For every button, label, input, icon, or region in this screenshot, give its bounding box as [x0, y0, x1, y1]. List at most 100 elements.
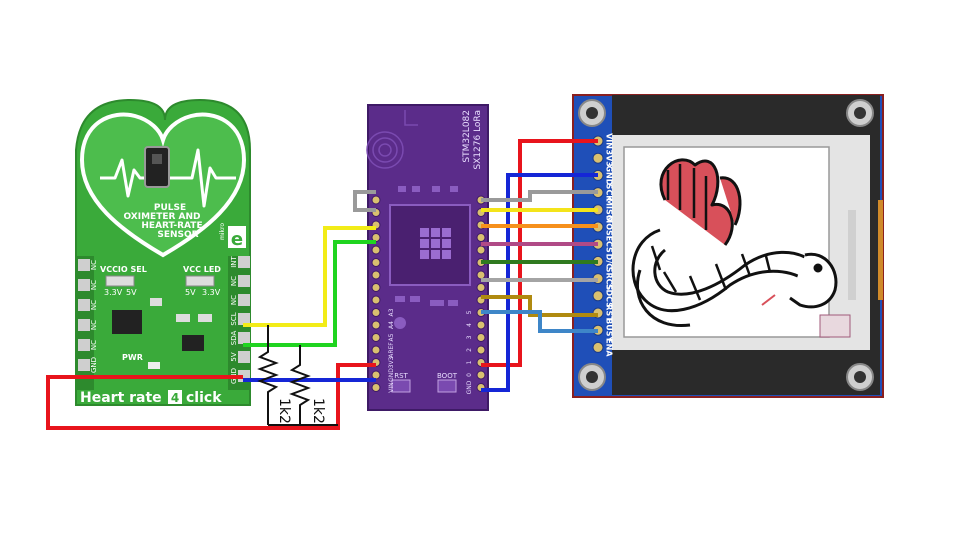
heart-left-pin: [78, 359, 90, 371]
heart-board-ic-4: [176, 314, 190, 322]
vccio-opt-b: 5V: [126, 288, 137, 297]
eink-flex-tab: [848, 210, 856, 300]
heart-board-ic-2: [182, 335, 204, 351]
mount-hole-bl-center: [586, 371, 598, 383]
eink-display-board: VIN3V3GNDSCKMISOMOSIECSD/CSRCSSDCSRSTBUS…: [572, 94, 884, 398]
sensor-chip: [144, 146, 170, 188]
mcu-right-pin-label: 2: [466, 348, 473, 352]
mcu-left-pin-label: A4: [388, 321, 395, 329]
board-name-prefix: Heart rate: [80, 390, 162, 406]
mount-hole-br-center: [854, 371, 866, 383]
mount-hole-tl-center: [586, 107, 598, 119]
heart-board-ic-5: [198, 314, 212, 322]
heart-left-pin: [78, 279, 90, 291]
mcu-label-2: SX1276 LoRa: [473, 110, 483, 170]
mcu-left-pin: [371, 283, 381, 292]
mcu-left-pin: [371, 383, 381, 392]
heart-right-pin-label: NC: [230, 276, 238, 286]
mikroe-logo-text: mikro: [219, 223, 226, 240]
mcu-right-pin: [476, 345, 486, 355]
pwr-led: [148, 362, 160, 369]
heart-board-title-2: OXIMETER AND: [123, 212, 200, 222]
display-pin-label: BUSY: [605, 318, 614, 342]
wire-mcu-loop: [353, 190, 376, 212]
heart-right-pin: [238, 332, 250, 344]
mcu-left-pin: [371, 333, 381, 342]
heart-board-title-3: HEART-RATE: [141, 221, 202, 231]
mcu-left-pin: [371, 308, 381, 317]
heart-rate-click-board: PULSE OXIMETER AND HEART-RATE SENSOR e m…: [75, 98, 251, 406]
wires: [46, 139, 598, 430]
mcu-right-pin-label: 0: [466, 373, 473, 377]
heart-left-pin: [78, 319, 90, 331]
heart-right-pin: [238, 351, 250, 363]
display-pin-label: MOSI: [605, 215, 614, 239]
display-pin-label: SRCS: [605, 267, 614, 291]
display-pin-label: 3V3: [605, 150, 614, 167]
mcu-left-pin-label: AREF: [388, 342, 395, 358]
wire-display-power: [481, 139, 598, 367]
resistor-2-zigzag: [289, 345, 311, 425]
mcu-left-pin: [371, 258, 381, 267]
mcu-left-pin: [371, 270, 381, 280]
wire-heart-power: [46, 363, 376, 430]
display-pin-label: D/C: [605, 254, 614, 270]
heart-right-pin-label: SCL: [230, 312, 238, 325]
mcu-left-pin: [371, 295, 381, 305]
eink-connector: [819, 314, 851, 338]
heart-left-pin-label: NC: [90, 280, 98, 290]
mcu-right-pin: [476, 270, 486, 280]
display-pin: [592, 290, 604, 302]
eink-edge-strip: [878, 200, 883, 300]
heart-left-pin: [78, 339, 90, 351]
wire-sdcs: [481, 295, 598, 317]
mcu-left-pin-label: GND: [388, 368, 395, 382]
resistor-1-label: 1k2: [276, 398, 292, 424]
board-name-suffix: click: [186, 390, 222, 406]
sensor-window: [152, 154, 162, 164]
heart-board-title-1: PULSE: [154, 203, 186, 213]
mikroe-logo: [228, 226, 246, 248]
vccled-jumper: [185, 275, 215, 287]
wire-scl: [243, 226, 376, 327]
heart-right-pin-label: 5V: [230, 352, 238, 361]
heart-right-pin: [238, 256, 250, 268]
mcu-right-pin: [476, 245, 486, 255]
wire-sda: [243, 240, 376, 347]
heart-board-title-4: SENSOR: [157, 230, 198, 240]
vccio-jumper: [105, 275, 135, 287]
heart-right-pin: [238, 313, 250, 325]
display-pin-label: SCK: [605, 184, 614, 203]
display-pin-label: RST: [605, 304, 614, 322]
heart-left-pin-label: NC: [90, 260, 98, 270]
pullup-resistors: 1k2 1k2: [257, 345, 338, 426]
heart-board-ic-1: [112, 310, 142, 334]
mcu-small-parts: [394, 186, 458, 329]
display-pin-label: ECS: [605, 236, 614, 253]
mcu-left-pin: [371, 195, 381, 205]
vccled-opt-b: 3.3V: [202, 288, 221, 297]
display-pin-label: SDCS: [605, 284, 614, 308]
mcu-chip-area: [389, 204, 471, 286]
mount-hole-tr-center: [854, 107, 866, 119]
wire-busy: [481, 310, 598, 333]
snake-stripes: [650, 164, 772, 301]
heart-left-pin-label: NC: [90, 320, 98, 330]
display-pin-label: VIN: [605, 133, 614, 149]
display-pin-label: GND: [605, 165, 614, 185]
board-name-number: 4: [171, 391, 179, 405]
mcu-left-pin: [371, 245, 381, 255]
mcu-left-pin: [371, 370, 381, 380]
display-pin: [592, 341, 604, 353]
mcu-right-pin-label: GND: [466, 380, 473, 394]
heart-board-ic-3: [150, 298, 162, 306]
mcu-left-pin: [371, 320, 381, 330]
mcu-right-pin-label: 5: [466, 310, 473, 314]
mcu-label-1: STM32L082: [462, 110, 472, 163]
heart-left-pin: [78, 259, 90, 271]
heart-right-pin-label: NC: [230, 295, 238, 305]
mikroe-logo-letter: e: [231, 229, 243, 250]
